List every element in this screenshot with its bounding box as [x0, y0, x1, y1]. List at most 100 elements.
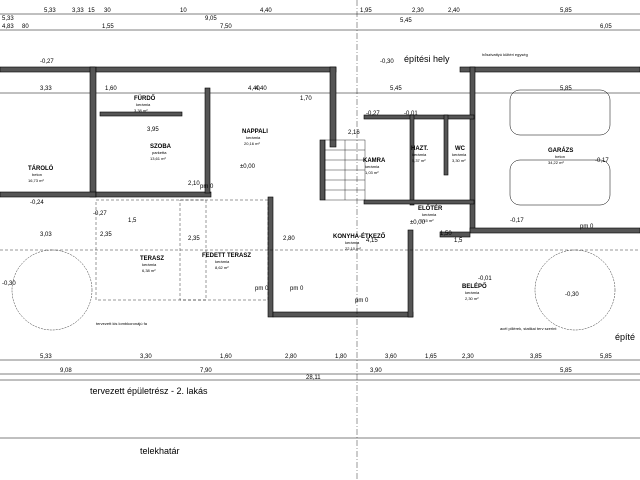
- room-floor: kerámia: [136, 102, 151, 107]
- dim-text: 3,30: [140, 354, 152, 360]
- dim-text: 9,08: [60, 368, 72, 374]
- dim-text: 4,15: [366, 238, 378, 244]
- room-floor: kerámia: [422, 212, 437, 217]
- dim-text: 1,80: [335, 354, 347, 360]
- room-floor: beton: [555, 154, 565, 159]
- room-name: WC: [455, 146, 466, 152]
- dim-text: 7,50: [220, 24, 232, 30]
- level-text: -0,30: [2, 281, 16, 287]
- dim-text: 5,33: [40, 354, 52, 360]
- room-area: 7,15 m²: [420, 218, 434, 223]
- dim-text: 7,90: [200, 368, 212, 374]
- walls: [0, 66, 640, 318]
- level-text: -0,17: [510, 218, 524, 224]
- dim-text: 4,40: [248, 86, 260, 92]
- room-floor: kerámia: [345, 240, 360, 245]
- room-area: 8,62 m²: [215, 265, 229, 270]
- room-name: KONYHA-ÉTKEZŐ: [333, 232, 386, 240]
- total-dimension: 28,11: [306, 375, 321, 381]
- dim-text: 3,33: [40, 86, 52, 92]
- level-text: pm 0: [255, 286, 269, 292]
- room-area: 1,03 m²: [365, 170, 379, 175]
- room-floor: parketta: [152, 150, 167, 155]
- heat-pump-note: hőszivattyú kültéri egység: [482, 52, 528, 57]
- dim-text: 2,35: [100, 232, 112, 238]
- level-text: pm 0: [355, 298, 369, 304]
- dim-text: 2,80: [283, 236, 295, 242]
- room-area: 13,61 m²: [150, 156, 166, 161]
- level-text: -0,27: [93, 211, 107, 217]
- dim-text: 5,85: [560, 8, 572, 14]
- room-floor: kerámia: [365, 164, 380, 169]
- level-text: -0,17: [595, 158, 609, 164]
- dim-text: 2,40: [448, 8, 460, 14]
- dim-text: 3,85: [530, 354, 542, 360]
- room-area: 34,22 m²: [548, 160, 564, 165]
- dim-text: 1,60: [105, 86, 117, 92]
- interior-dimensions: 3,95 2,10 2,80 2,35 1,50 3,03 2,35 4,40 …: [40, 86, 463, 244]
- room-floor: beton: [32, 172, 42, 177]
- dim-text: 5,85: [600, 354, 612, 360]
- dim-text: 4,40: [260, 8, 272, 14]
- room-area: 16,73 m²: [28, 178, 44, 183]
- room-name: GARÁZS: [548, 147, 573, 154]
- room-area: 3,30 m²: [452, 158, 466, 163]
- level-text: ±0,00: [410, 220, 426, 226]
- level-text: -0,30: [380, 59, 394, 65]
- level-text: -0,24: [30, 200, 44, 206]
- dim-text: 80: [22, 24, 29, 30]
- dim-text: 2,80: [285, 354, 297, 360]
- level-text: -0,01: [404, 111, 418, 117]
- terrace-outlines: [0, 199, 640, 301]
- dim-text: 5,85: [560, 86, 572, 92]
- plot-boundary-label: telekhatár: [140, 446, 180, 456]
- room-area: 22,10 m²: [345, 246, 361, 251]
- dim-text: 4,83: [2, 24, 14, 30]
- dim-text: 15: [88, 8, 95, 14]
- building-zone-label: építési hely: [404, 54, 450, 64]
- dim-text: 1,50: [440, 231, 452, 237]
- level-text: -0,01: [478, 276, 492, 282]
- dim-text: 3,60: [385, 354, 397, 360]
- dim-text: 1,65: [425, 354, 437, 360]
- level-text: pm 0: [290, 286, 304, 292]
- dim-text: 5,45: [390, 86, 402, 92]
- room-name: FEDETT TERASZ: [202, 253, 251, 259]
- dim-text: 5,33: [2, 16, 14, 22]
- dim-text: 3,33: [72, 8, 84, 14]
- dim-text: 1,5: [128, 218, 137, 224]
- dim-text: 1,70: [300, 96, 312, 102]
- dim-text: 1,95: [360, 8, 372, 14]
- steel-pillar-note: acél pillérek, statikai terv szerint: [500, 326, 557, 331]
- room-name: TERASZ: [140, 256, 164, 262]
- room-area: 20,16 m²: [244, 141, 260, 146]
- level-text: ±0,00: [240, 164, 256, 170]
- dim-text: 6,05: [600, 24, 612, 30]
- room-area: 3,38 m²: [134, 108, 148, 113]
- trees: [11, 249, 616, 331]
- building-zone-label-right: építé: [615, 332, 635, 342]
- room-name: HAZT.: [411, 146, 428, 152]
- dim-text: 3,03: [40, 232, 52, 238]
- dim-text: 2,30: [462, 354, 474, 360]
- planned-building-part-label: tervezett épületrész - 2. lakás: [90, 386, 208, 396]
- dim-text: 3,95: [147, 127, 159, 133]
- staircase: [324, 139, 366, 201]
- level-markers: -0,27 -0,24 -0,27 ±0,00 -0,30 -0,27 -0,0…: [2, 59, 609, 304]
- dim-text: 2,30: [412, 8, 424, 14]
- room-name: SZOBA: [150, 144, 172, 150]
- dim-text: 30: [104, 8, 111, 14]
- dim-text: 1,60: [220, 354, 232, 360]
- room-area: 5,37 m²: [412, 158, 426, 163]
- dim-text: 3,90: [370, 368, 382, 374]
- dim-text: 10: [180, 8, 187, 14]
- dim-text: 9,05: [205, 16, 217, 22]
- dim-text: 5,45: [400, 18, 412, 24]
- level-text: pm 0: [580, 224, 594, 230]
- garage-cars: [509, 89, 611, 206]
- site-labels: építési hely építé tervezett épületrész …: [90, 52, 635, 456]
- room-floor: kerámia: [465, 290, 480, 295]
- bottom-dimension-lines: [0, 359, 640, 439]
- room-name: BELÉPŐ: [462, 282, 487, 290]
